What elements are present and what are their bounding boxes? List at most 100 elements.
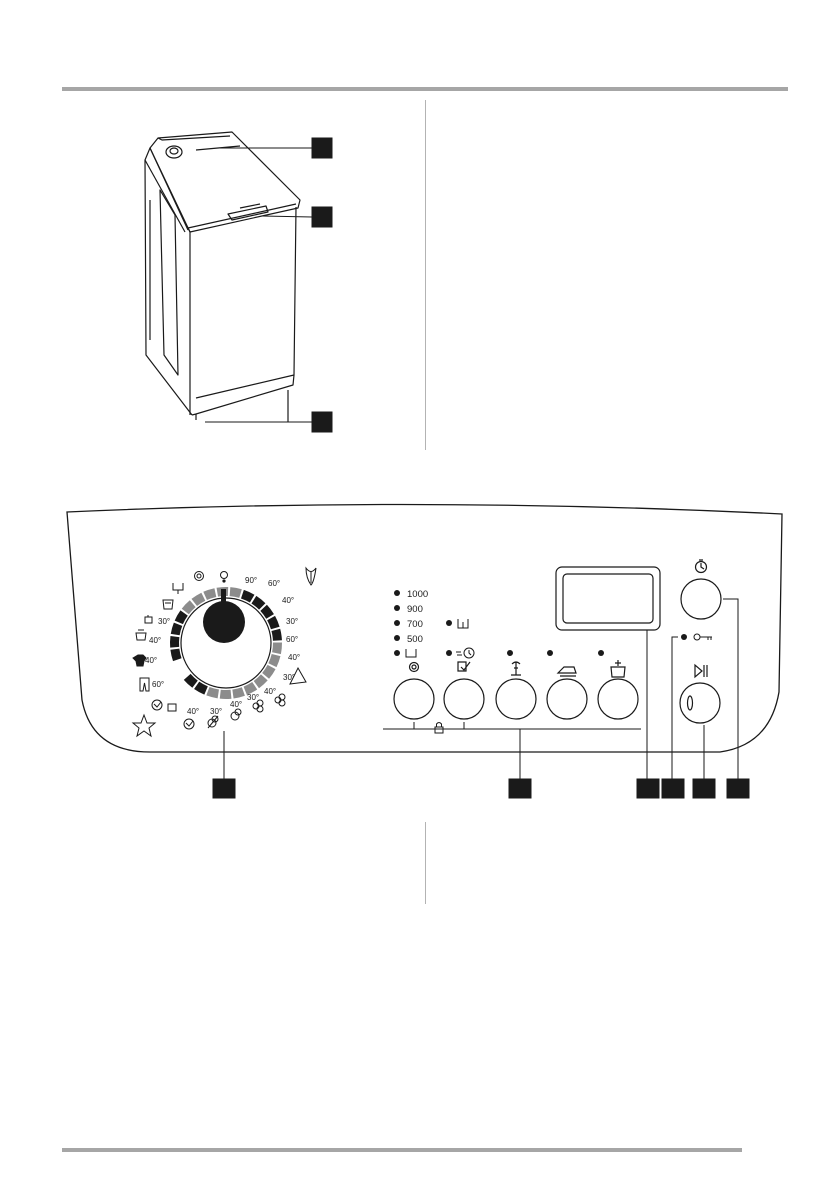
dial-segment [170,648,182,662]
temp-label-bottom-1: 40° [187,707,199,716]
speed-led-1000 [394,590,400,596]
spin-button[interactable] [393,661,435,720]
start-pause-button[interactable] [679,663,721,724]
temp-label-left-4: 60° [152,680,164,689]
extra-rinse-led [507,650,513,656]
key-icon [693,633,712,641]
easy-iron-button[interactable] [546,666,588,720]
washing-machine [144,131,301,422]
callout-adjustable-feet [311,411,333,433]
dial-segment [251,595,266,610]
dial-segments [170,587,282,699]
extra-rinse-icon [511,661,521,676]
dial-segment [174,610,188,625]
temp-label-bottom-2: 30° [210,707,222,716]
delicates-icon [207,715,219,729]
dial-segment [267,615,280,630]
rinse-icon [162,599,174,610]
quick-icon [289,666,307,685]
delay-start-button[interactable] [680,559,722,620]
stain-icon [610,660,626,678]
extra-rinse-button[interactable] [495,661,537,720]
callout-option-buttons [508,778,532,799]
dial-pointer [221,589,226,605]
dial-knob[interactable] [203,601,245,643]
speed-led-700 [394,620,400,626]
callout-control-panel [311,137,333,159]
dial-segment [262,664,276,679]
rinse-hold-icon [457,619,469,629]
temp-label-right-1: 90° [245,576,257,585]
dial-segment [271,628,282,641]
callout-lid-handle [311,206,333,228]
start-pause-icon [694,663,708,679]
door-locked-led [681,634,687,640]
callout-display [636,778,660,799]
spin-icon [194,571,204,581]
callout-program-dial [212,778,236,799]
dial-segment [181,600,196,615]
dial-segment [243,682,258,695]
bottom-column-divider [425,822,426,904]
child-lock-bracket [413,722,465,734]
dial-segment [206,687,219,699]
rinse-hold-led [446,620,452,626]
speed-label-1000: 1000 [407,589,428,600]
control-panel-outline [66,503,783,753]
speed-label-700: 700 [407,619,423,630]
dial-segment [253,674,268,689]
dial-segment [170,635,180,648]
quick-button[interactable] [443,661,485,720]
temp-label-left-1: 30° [158,617,170,626]
temp-label-right-6: 40° [288,653,300,662]
dial-segment [240,589,255,603]
temp-label-right-4: 30° [286,617,298,626]
lid-handle [227,205,269,221]
callout-door-locked [661,778,685,799]
speed-led-900 [394,605,400,611]
dial-segment [194,681,208,695]
quick-led [446,650,452,656]
temp-label-bottom-5: 40° [264,687,276,696]
dial-segment [183,673,198,688]
wool-icon [183,718,195,730]
synthetics-icon [135,629,147,641]
temp-label-right-7: 30° [283,673,295,682]
duvet-icon [151,699,163,711]
drain-icon [172,583,184,594]
temp-label-right-2: 60° [268,579,280,588]
callout-delay-start [726,778,750,799]
dial-segment [272,642,282,655]
timer-icon [694,559,708,574]
temp-label-left-2: 40° [149,636,161,645]
dial-program-icons [131,566,317,738]
dial-segment [232,687,245,699]
easy-care-icon [252,699,264,713]
dial-segment [260,604,274,619]
speed-led-500 [394,635,400,641]
machine-callouts [205,137,333,433]
gentle-icon [274,693,286,707]
cotton-icon [144,615,153,624]
hand-wash-icon [167,703,177,712]
dial-temperature-labels: 30° 40° 40° 60° 90° 60° 40° 30° 60° 40° … [145,576,300,716]
temp-label-bottom-4: 30° [247,693,259,702]
door-locked-indicator [681,633,712,641]
dial-segment [219,689,232,699]
panel-callouts [212,598,750,799]
stain-button[interactable] [597,660,639,720]
easy-iron-led [547,650,553,656]
no-spin-icon [405,649,417,658]
star-icon [131,713,157,738]
dial-marker [222,579,226,583]
speed-label-900: 900 [407,604,423,615]
spin-speed-indicators: 1000 900 700 500 [394,589,604,659]
dial-segment [203,588,217,601]
top-column-divider [425,100,426,450]
silk-icon [230,708,242,721]
eco-icon [305,566,317,586]
callout-start-pause [692,778,716,799]
lock-icon [434,722,444,734]
program-dial[interactable] [170,579,282,699]
jeans-icon [139,677,150,692]
